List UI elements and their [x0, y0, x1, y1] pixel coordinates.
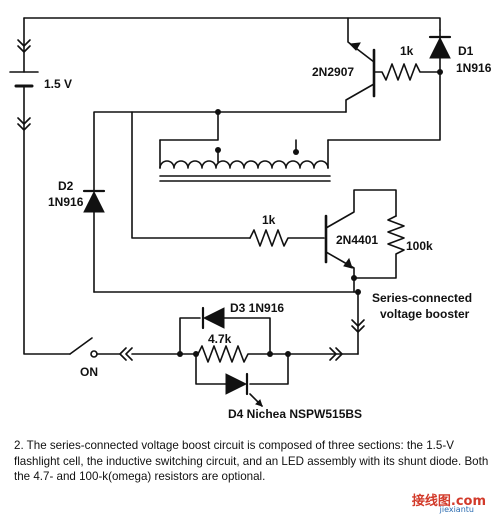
transistor-2n2907-label: 2N2907 — [312, 65, 354, 79]
connector-chevron — [17, 117, 31, 131]
connector-chevron — [351, 319, 365, 333]
diode-d2 — [82, 189, 106, 293]
watermark: 接线图.com jiexiantu — [406, 492, 492, 514]
wire-inductor-right — [327, 71, 441, 141]
resistor-4-7k-label: 4.7k — [208, 332, 232, 346]
connector-chevron — [119, 347, 133, 361]
led-d4 — [225, 372, 263, 407]
transistor-2n4401-label: 2N4401 — [336, 233, 378, 247]
resistor-1k-mid — [249, 229, 325, 247]
diode-d1-name: D1 — [458, 44, 474, 58]
diode-d1-part: 1N916 — [456, 61, 492, 75]
transistor-2n4401 — [324, 189, 397, 293]
resistor-100k-label: 100k — [406, 239, 433, 253]
block-label-line1: Series-connected — [372, 291, 472, 305]
switch-on — [69, 337, 121, 358]
diode-d3 — [201, 306, 225, 330]
figure-caption: 2. The series-connected voltage boost ci… — [14, 439, 489, 483]
led-d4-label: D4 Nichea NSPW515BS — [228, 407, 362, 421]
watermark-logo: 接线图.com — [411, 494, 486, 509]
inductor-transformer — [159, 109, 331, 182]
diode-d3-label: D3 1N916 — [230, 301, 284, 315]
resistor-1k-top — [373, 63, 441, 81]
diode-d2-part: 1N916 — [48, 195, 84, 209]
transistor-2n2907 — [345, 17, 376, 113]
wire-left-rail-lower — [23, 85, 71, 355]
battery-label: 1.5 V — [44, 77, 72, 91]
watermark-site: jiexiantu — [439, 505, 474, 514]
wire-led-branch — [195, 353, 289, 385]
diode-d1 — [428, 29, 452, 73]
wire-d3-branch — [179, 317, 271, 355]
diode-d2-name: D2 — [58, 179, 74, 193]
wire-battery-rail — [23, 17, 441, 31]
connector-chevron — [17, 39, 31, 53]
battery-cell — [9, 71, 39, 88]
resistor-1k-mid-label: 1k — [262, 213, 276, 227]
resistor-4-7k — [179, 345, 271, 363]
wire-pnp-collector — [93, 111, 347, 191]
resistor-1k-top-label: 1k — [400, 44, 414, 58]
switch-on-label: ON — [80, 365, 98, 379]
circuit-schematic: 1.5 V D1 1N916 1k 2N2907 D2 1N9 — [9, 17, 492, 421]
block-label-line2: voltage booster — [380, 307, 470, 321]
wire-feedback — [131, 111, 251, 239]
resistor-100k — [353, 215, 405, 279]
